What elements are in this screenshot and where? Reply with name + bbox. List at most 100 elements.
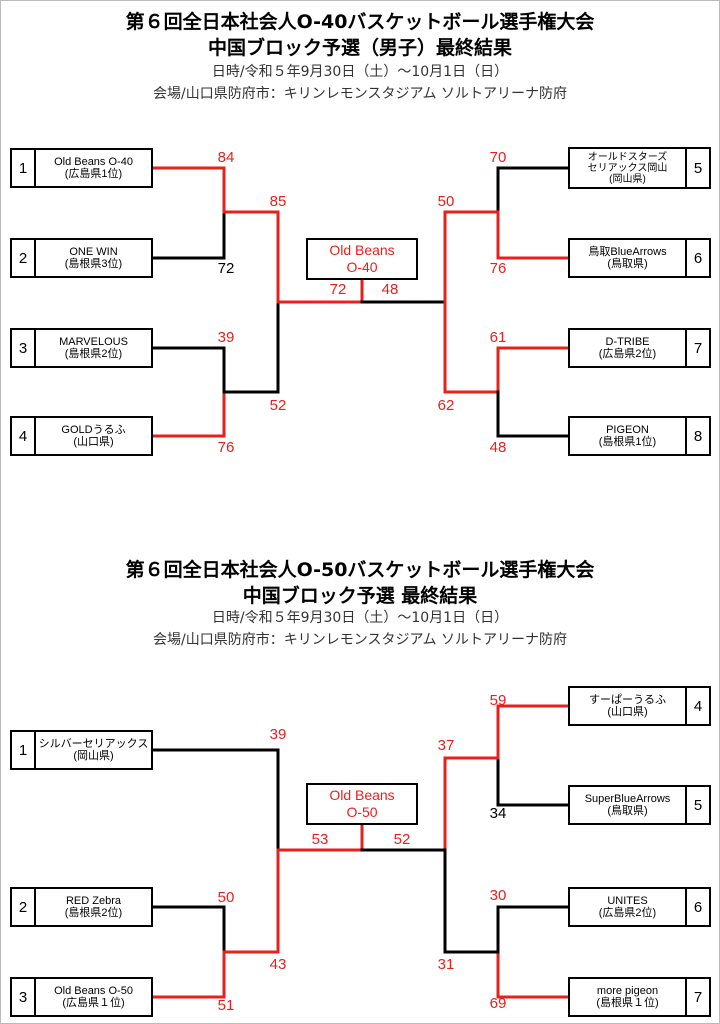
score: 39	[269, 726, 287, 743]
team-name-line2: セリアックス岡山	[587, 162, 668, 174]
score: 43	[269, 956, 287, 973]
score: 51	[217, 997, 235, 1014]
team-name: 鳥取BlueArrows	[588, 246, 667, 258]
team-name: SuperBlueArrows	[584, 793, 671, 805]
seed-number: 4	[12, 418, 36, 454]
team-pref: (山口県)	[607, 706, 648, 718]
t1-team-8: PIGEON(島根県1位) 8	[568, 416, 711, 456]
team-pref: (広島県2位)	[598, 348, 657, 360]
team-pref: (鳥取県)	[607, 258, 648, 270]
t2-venue: 会場/山口県防府市：キリンレモンスタジアム ソルトアリーナ防府	[153, 632, 567, 648]
score: 48	[489, 439, 507, 456]
team-pref: (島根県1位)	[598, 436, 657, 448]
score: 76	[489, 260, 507, 277]
team-pref: (広島県1位)	[64, 168, 123, 180]
t1-subtitle: 中国ブロック予選（男子）最終結果	[207, 37, 512, 59]
t2-team-7: more pigeon(島根県１位) 7	[568, 977, 711, 1017]
team-name: more pigeon	[596, 985, 659, 997]
team-name: GOLDうるふ	[61, 424, 126, 436]
team-pref: (島根県１位)	[596, 997, 659, 1009]
team-pref: (岡山県)	[73, 750, 114, 762]
team-pref: (鳥取県)	[607, 805, 648, 817]
champion-division: O-40	[346, 259, 378, 275]
score: 37	[437, 737, 455, 754]
team-name: UNITES	[607, 895, 648, 907]
seed-number: 3	[12, 330, 36, 366]
team-name: Old Beans O-50	[54, 985, 133, 997]
t2-champion-box: Old Beans O-50	[306, 783, 418, 825]
score: 50	[217, 889, 235, 906]
seed-number: 6	[685, 889, 709, 925]
seed-number: 2	[12, 240, 36, 276]
score: 30	[489, 887, 507, 904]
champion-name: Old Beans	[329, 242, 395, 258]
score: 84	[217, 149, 235, 166]
t2-team-5: SuperBlueArrows(鳥取県) 5	[568, 785, 711, 825]
seed-number: 3	[12, 979, 36, 1015]
seed-number: 4	[685, 688, 709, 724]
score: 50	[437, 193, 455, 210]
team-name: オールドスターズ	[587, 151, 668, 163]
team-name: RED Zebra	[65, 895, 122, 907]
seed-number: 6	[685, 240, 709, 276]
team-pref: (島根県3位)	[64, 258, 123, 270]
team-name: PIGEON	[606, 424, 649, 436]
t2-team-3: 3 Old Beans O-50(広島県１位)	[10, 977, 153, 1017]
team-pref: (島根県2位)	[64, 348, 123, 360]
t2-team-2: 2 RED Zebra(島根県2位)	[10, 887, 153, 927]
score: 52	[393, 831, 411, 848]
score: 85	[269, 193, 287, 210]
team-pref: (岡山県)	[609, 173, 646, 185]
t2-subtitle: 中国ブロック予選 最終結果	[242, 585, 478, 607]
team-pref: (島根県2位)	[64, 907, 123, 919]
score: 31	[437, 956, 455, 973]
t2-date: 日時/令和５年9月30日（土）〜10月1日（日）	[211, 610, 509, 626]
seed-number: 1	[12, 150, 36, 186]
team-name: Old Beans O-40	[54, 156, 133, 168]
t1-title: 第６回全日本社会人O-40バスケットボール選手権大会	[125, 11, 595, 33]
t2-team-1: 1 シルバーセリアックス(岡山県)	[10, 730, 153, 770]
score: 70	[489, 149, 507, 166]
team-name: D-TRIBE	[605, 336, 650, 348]
seed-number: 7	[685, 979, 709, 1015]
champion-division: O-50	[346, 804, 378, 820]
score: 53	[311, 831, 329, 848]
t1-team-3: 3 MARVELOUS(島根県2位)	[10, 328, 153, 368]
t1-champion-box: Old Beans O-40	[306, 238, 418, 280]
t1-venue: 会場/山口県防府市：キリンレモンスタジアム ソルトアリーナ防府	[153, 86, 567, 102]
score: 52	[269, 397, 287, 414]
score: 69	[489, 995, 507, 1012]
team-name: すーぱーうるふ	[589, 694, 666, 706]
score: 48	[381, 281, 399, 298]
team-name: ONE WIN	[69, 246, 118, 258]
seed-number: 5	[685, 787, 709, 823]
seed-number: 7	[685, 330, 709, 366]
team-pref: (山口県)	[73, 436, 114, 448]
score: 61	[489, 329, 507, 346]
t1-team-7: D-TRIBE(広島県2位) 7	[568, 328, 711, 368]
team-name: シルバーセリアックス	[38, 738, 149, 750]
score: 59	[489, 692, 507, 709]
score: 39	[217, 329, 235, 346]
t2-team-4: すーぱーうるふ(山口県) 4	[568, 686, 711, 726]
t1-team-4: 4 GOLDうるふ(山口県)	[10, 416, 153, 456]
t2-team-6: UNITES(広島県2位) 6	[568, 887, 711, 927]
score: 76	[217, 439, 235, 456]
seed-number: 5	[685, 149, 709, 187]
seed-number: 2	[12, 889, 36, 925]
team-pref: (広島県１位)	[62, 997, 125, 1009]
champion-name: Old Beans	[329, 787, 395, 803]
t1-team-6: 鳥取BlueArrows(鳥取県) 6	[568, 238, 711, 278]
t1-date: 日時/令和５年9月30日（土）〜10月1日（日）	[211, 64, 509, 80]
t1-team-5: オールドスターズセリアックス岡山(岡山県) 5	[568, 147, 711, 189]
t2-title: 第６回全日本社会人O-50バスケットボール選手権大会	[125, 559, 595, 581]
seed-number: 1	[12, 732, 36, 768]
score: 72	[217, 260, 235, 277]
score: 62	[437, 397, 455, 414]
team-name: MARVELOUS	[59, 336, 128, 348]
seed-number: 8	[685, 418, 709, 454]
t1-team-2: 2 ONE WIN(島根県3位)	[10, 238, 153, 278]
t1-team-1: 1 Old Beans O-40(広島県1位)	[10, 148, 153, 188]
team-pref: (広島県2位)	[598, 907, 657, 919]
